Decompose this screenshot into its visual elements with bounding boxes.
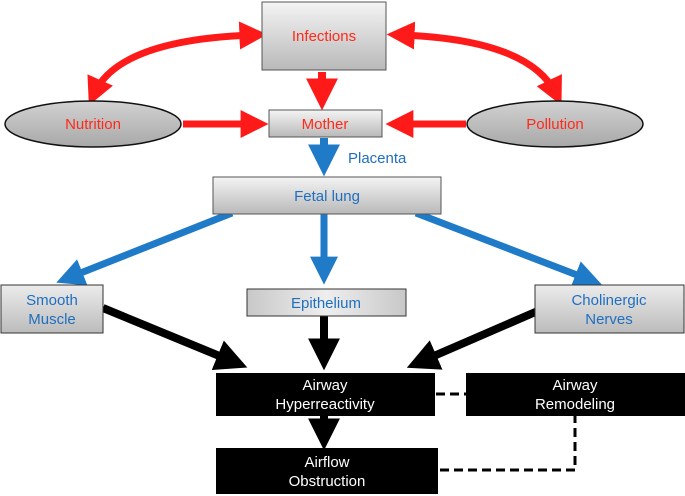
node-infections: Infections (261, 1, 387, 71)
blue-arrows (56, 138, 602, 288)
node-epithelium: Epithelium (246, 288, 407, 317)
arrow-fetal-lung-smooth-muscle (56, 209, 234, 286)
arrow-infections-nutrition (87, 21, 268, 106)
cholinergic-nerves-label-line2: Nerves (585, 311, 633, 328)
obstruction-label-line2: Obstruction (289, 473, 366, 490)
node-airflow-obstruction: Airflow Obstruction (216, 448, 438, 494)
node-airway-hyperreactivity: Airway Hyperreactivity (216, 373, 435, 416)
arrow-infections-pollution (386, 21, 562, 106)
cholinergic-nerves-label-line1: Cholinergic (571, 292, 647, 309)
node-fetal-lung: Fetal lung (212, 176, 442, 215)
black-arrows (101, 304, 542, 451)
obstruction-label-line1: Airflow (304, 454, 349, 471)
arrow-cholinergic-hyperreactivity (406, 306, 542, 370)
node-airway-remodeling: Airway Remodeling (466, 373, 685, 416)
arrow-fetal-lung-cholinergic (414, 209, 602, 288)
smooth-muscle-label-line1: Smooth (26, 292, 78, 309)
dashed-connectors (436, 392, 577, 472)
fetal-lung-label: Fetal lung (294, 188, 360, 205)
placenta-label: Placenta (348, 150, 407, 167)
hyperreactivity-label-line1: Airway (302, 377, 348, 394)
hyperreactivity-label-line2: Hyperreactivity (275, 396, 375, 413)
infections-label: Infections (292, 28, 356, 45)
node-mother: Mother (268, 109, 383, 138)
node-pollution: Pollution (466, 100, 644, 148)
node-nutrition: Nutrition (4, 100, 182, 148)
node-cholinergic-nerves: Cholinergic Nerves (534, 284, 685, 334)
pollution-label: Pollution (526, 116, 584, 133)
mother-label: Mother (302, 116, 349, 133)
nutrition-label: Nutrition (65, 116, 121, 133)
node-smooth-muscle: Smooth Muscle (0, 284, 104, 334)
red-arrows (87, 21, 562, 138)
smooth-muscle-label-line2: Muscle (28, 311, 76, 328)
remodeling-label-line1: Airway (552, 377, 598, 394)
dashed-remodeling-obstruction (440, 414, 577, 472)
epithelium-label: Epithelium (291, 295, 361, 312)
arrow-smooth-muscle-hyperreactivity (101, 304, 248, 371)
remodeling-label-line2: Remodeling (535, 396, 615, 413)
